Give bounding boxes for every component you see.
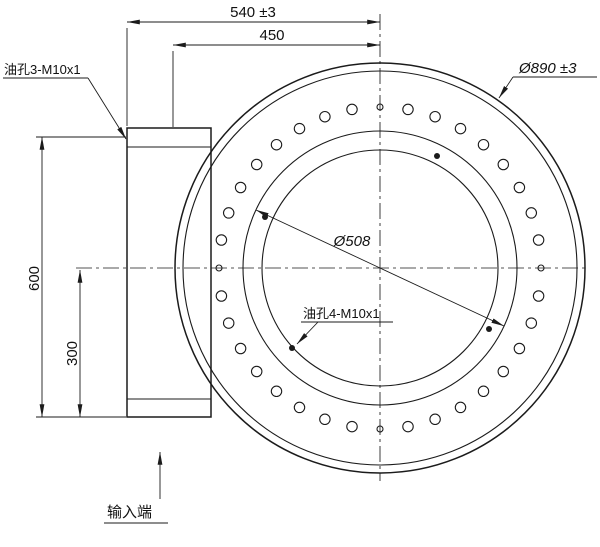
bolt-hole [222, 207, 235, 219]
bolt-hole [454, 401, 467, 414]
bolt-holes [215, 103, 545, 433]
bolt-hole [429, 110, 441, 123]
oil-holes [262, 153, 492, 351]
side-view-flange [126, 127, 212, 418]
centerlines [76, 14, 589, 481]
dim-508-text: Ø508 [333, 233, 371, 250]
oil-hole-dot [434, 153, 440, 159]
bolt-hole [234, 342, 247, 355]
bolt-hole [346, 103, 358, 116]
dim-450-text: 450 [259, 27, 284, 44]
bolt-hole [293, 401, 306, 414]
dim-450: 450 [172, 27, 381, 127]
dim-300-text: 300 [64, 341, 81, 366]
ring-circle [182, 70, 578, 466]
bolt-hole [346, 420, 358, 433]
bolt-hole [477, 138, 490, 151]
bolt-hole [532, 234, 545, 246]
dim-540-text: 540 ±3 [230, 4, 276, 21]
oil-hole-4-text: 油孔4-M10x1 [303, 306, 380, 321]
bolt-hole [532, 290, 545, 302]
oil-hole-dot [289, 345, 295, 351]
callout-oil-hole-4: 油孔4-M10x1 [296, 306, 393, 345]
bolt-hole [513, 181, 526, 194]
bolt-hole [250, 158, 263, 171]
bolt-hole [454, 122, 467, 135]
bolt-hole [376, 425, 384, 433]
dim-540: 540 ±3 [126, 4, 381, 126]
bolt-hole [513, 342, 526, 355]
dim-300: 300 [64, 269, 83, 418]
input-end-text: 输入端 [107, 504, 152, 521]
bolt-hole [215, 290, 228, 302]
oil-hole-dot [486, 326, 492, 332]
dia-890-text: Ø890 ±3 [518, 60, 577, 77]
bolt-hole [293, 122, 306, 135]
bolt-hole [319, 413, 331, 426]
oil-hole-4-leader [296, 321, 319, 345]
bolt-hole [477, 385, 490, 398]
bolt-hole [270, 138, 283, 151]
callout-dia-890: Ø890 ±3 [498, 60, 597, 99]
ring-circle [174, 62, 586, 474]
ring-circle [242, 130, 518, 406]
dia-890-leader [498, 76, 514, 99]
oil-hole-3-leader [87, 77, 127, 140]
callout-oil-hole-3: 油孔3-M10x1 [3, 62, 127, 140]
bolt-hole [402, 420, 414, 433]
oil-hole-3-text: 油孔3-M10x1 [4, 62, 81, 77]
flange-outline [126, 127, 212, 418]
bolt-hole [402, 103, 414, 116]
bolt-hole [215, 234, 228, 246]
bolt-hole [537, 264, 545, 272]
bolt-hole [376, 103, 384, 111]
callout-input-end: 输入端 [104, 451, 168, 524]
bolt-hole [234, 181, 247, 194]
bolt-hole [319, 110, 331, 123]
bolt-hole [222, 317, 235, 329]
bolt-hole [525, 207, 538, 219]
bolt-hole [250, 365, 263, 378]
dim-dia-508: Ø508 [255, 209, 505, 327]
dim-600-text: 600 [26, 266, 43, 291]
bolt-hole [525, 317, 538, 329]
bolt-hole [497, 158, 510, 171]
bolt-hole [429, 413, 441, 426]
dim-600: 600 [26, 136, 126, 418]
dim-508-line [255, 209, 505, 327]
bolt-hole [497, 365, 510, 378]
bolt-hole [215, 264, 223, 272]
bolt-hole [270, 385, 283, 398]
